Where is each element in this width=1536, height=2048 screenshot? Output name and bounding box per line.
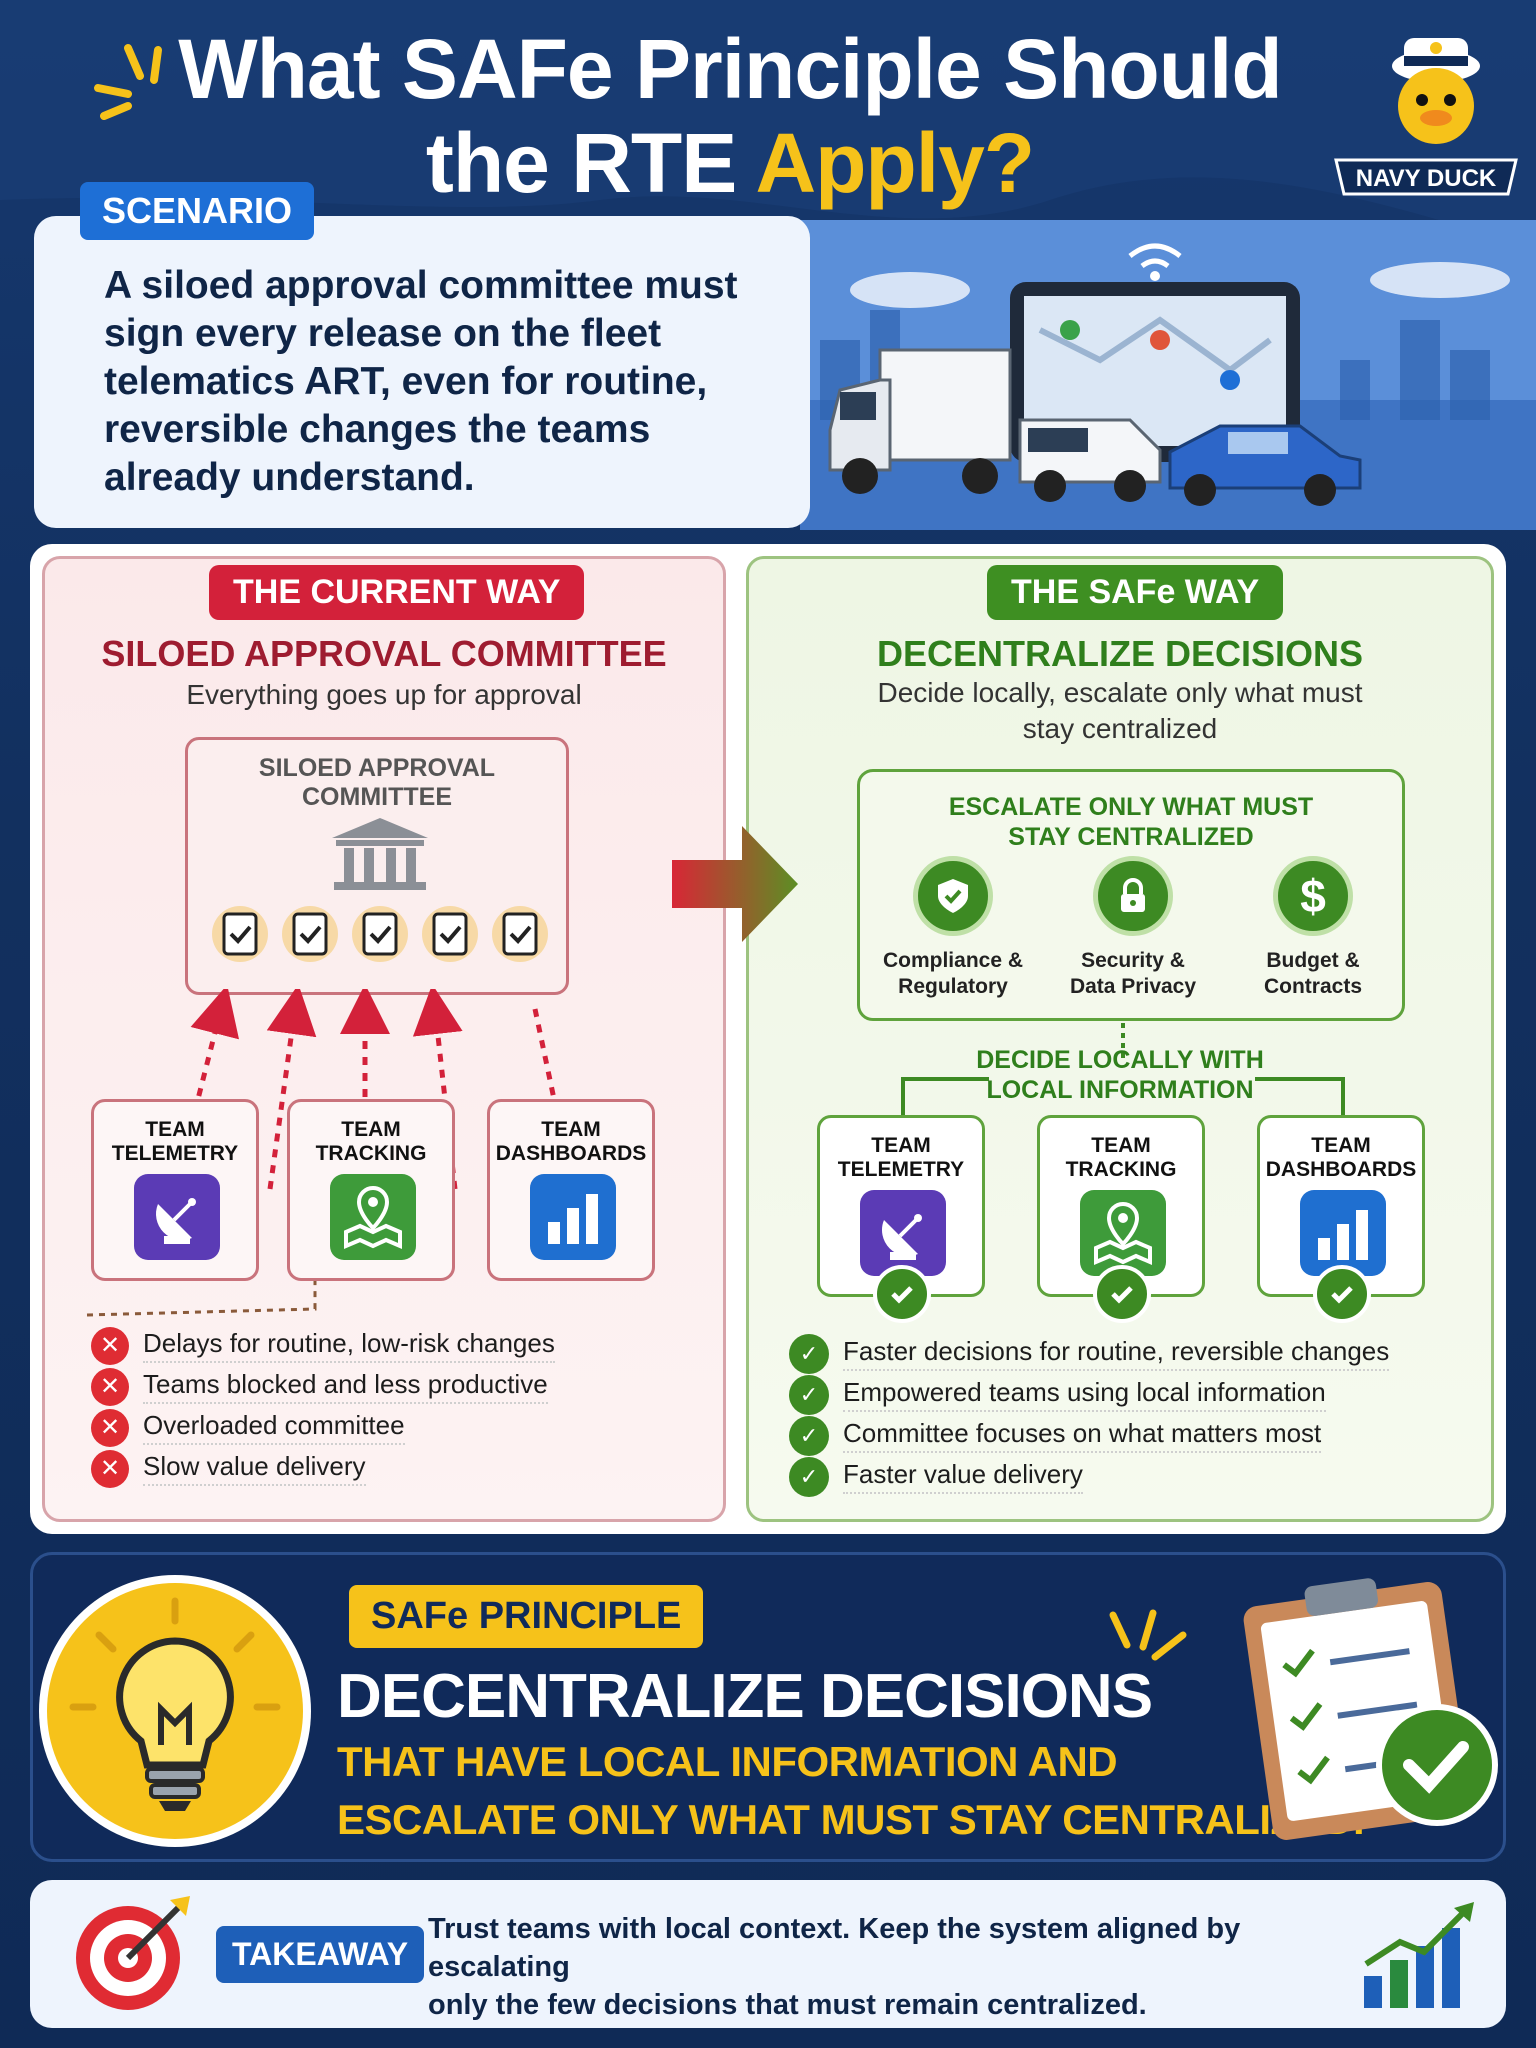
institution-building-icon [332,818,428,890]
page-title: What SAFe Principle Should the RTE Apply… [150,22,1310,210]
current-subheading: Everything goes up for approval [186,679,582,710]
current-problems-list: ✕Delays for routine, low-risk changes ✕T… [91,1325,555,1489]
current-way-tag: THE CURRENT WAY [209,565,585,620]
team-feedback-dashed-line [86,1281,317,1317]
check-circle-icon [1093,1265,1151,1323]
safe-heading: DECENTRALIZE DECISIONS [876,633,1364,674]
takeaway-text: Trust teams with local context. Keep the… [428,1910,1388,2024]
principle-panel: SAFe PRINCIPLE DECENTRALIZE DECISIONS TH… [30,1552,1506,1862]
siloed-committee-box: SILOED APPROVAL COMMITTEE [185,737,569,995]
takeaway-tag: TAKEAWAY [216,1926,425,1983]
header-wave [0,0,1536,250]
list-item: ✕Teams blocked and less productive [91,1366,555,1407]
clipboard-check-icon [212,906,268,962]
principle-tag: SAFe PRINCIPLE [349,1585,704,1648]
check-circle-icon: ✓ [789,1456,829,1497]
escalation-budget: $ Budget &Contracts [1238,856,1388,1000]
current-way-column: THE CURRENT WAY SILOED APPROVAL COMMITTE… [42,556,726,1522]
map-pin-icon [330,1174,416,1260]
safe-subheading: Decide locally, escalate only what must … [749,675,1491,747]
list-item: ✕Slow value delivery [91,1448,555,1489]
escalation-compliance: Compliance &Regulatory [878,856,1028,1000]
fleet-vehicles-illustration [800,220,1536,530]
list-item: ✓Faster value delivery [789,1456,1389,1497]
lightbulb-icon [39,1575,311,1847]
lock-icon [1093,856,1173,936]
takeaway-line-1: Trust teams with local context. Keep the… [428,1913,1241,1983]
principle-sub-line-1: THAT HAVE LOCAL INFORMATION AND [337,1738,1118,1785]
check-circle-icon [873,1265,931,1323]
safe-subheading-line-2: stay centralized [1022,713,1218,744]
bar-chart-icon [530,1174,616,1260]
committee-title: SILOED APPROVAL COMMITTEE [188,754,566,812]
x-circle-icon: ✕ [91,1326,129,1365]
list-item: ✓Empowered teams using local information [789,1374,1389,1415]
map-pin-icon [1080,1190,1166,1276]
principle-sub-line-2: ESCALATE ONLY WHAT MUST STAY CENTRALIZED… [337,1796,1365,1843]
check-circle-icon [1313,1265,1371,1323]
title-line-2: the RTE Apply? [150,116,1310,210]
safe-way-tag: THE SAFe WAY [987,565,1284,620]
safe-way-column: THE SAFe WAY DECENTRALIZE DECISIONS Deci… [746,556,1494,1522]
current-heading: SILOED APPROVAL COMMITTEE [101,633,667,674]
bar-chart-icon [1300,1190,1386,1276]
spark-burst-icon [94,44,162,120]
target-icon [76,1896,190,2010]
safe-subheading-line-1: Decide locally, escalate only what must [877,677,1363,708]
principle-heading: DECENTRALIZE DECISIONS [337,1662,1153,1731]
decision-connector-lines [901,1023,1345,1123]
principle-subheading: THAT HAVE LOCAL INFORMATION AND ESCALATE… [337,1733,1365,1849]
check-circle-icon: ✓ [789,1415,829,1456]
takeaway-panel: TAKEAWAY Trust teams with local context.… [30,1880,1506,2028]
x-circle-icon: ✕ [91,1449,129,1488]
x-circle-icon: ✕ [91,1367,129,1406]
title-accent: Apply? [755,116,1035,210]
committee-title-line-2: COMMITTEE [302,783,452,811]
committee-title-line-1: SILOED APPROVAL [258,754,496,782]
checklist-clipboard-icon [1243,1578,1498,1840]
transition-arrow-icon [672,826,798,942]
spark-burst-icon [1109,1609,1187,1661]
mascot-label: NAVY DUCK [1356,165,1497,192]
approval-clipboards [212,906,548,962]
x-circle-icon: ✕ [91,1408,129,1447]
title-line-1: What SAFe Principle Should [178,22,1282,116]
list-item: ✓Faster decisions for routine, reversibl… [789,1333,1390,1374]
safe-benefits-list: ✓Faster decisions for routine, reversibl… [789,1333,1390,1497]
satellite-dish-icon [134,1174,220,1260]
scenario-tag: SCENARIO [80,182,315,240]
shield-check-icon [913,856,993,936]
navy-duck-mascot: NAVY DUCK [1334,38,1518,196]
scenario-text: A siloed approval committee must sign ev… [104,264,738,499]
comparison-panel: THE CURRENT WAY SILOED APPROVAL COMMITTE… [30,544,1506,1534]
list-item: ✕Overloaded committee [91,1407,555,1448]
list-item: ✕Delays for routine, low-risk changes [91,1325,555,1366]
dollar-icon: $ [1273,856,1353,936]
title-line-2-prefix: the RTE [425,116,756,210]
scenario-card: A siloed approval committee must sign ev… [34,216,810,528]
growth-chart-icon [1364,1902,1474,2008]
takeaway-line-2: only the few decisions that must remain … [428,1989,1147,2021]
list-item: ✓Committee focuses on what matters most [789,1415,1389,1456]
check-circle-icon: ✓ [789,1333,829,1374]
satellite-dish-icon [860,1190,946,1276]
escalation-security: Security &Data Privacy [1058,856,1208,1000]
check-circle-icon: ✓ [789,1374,829,1415]
